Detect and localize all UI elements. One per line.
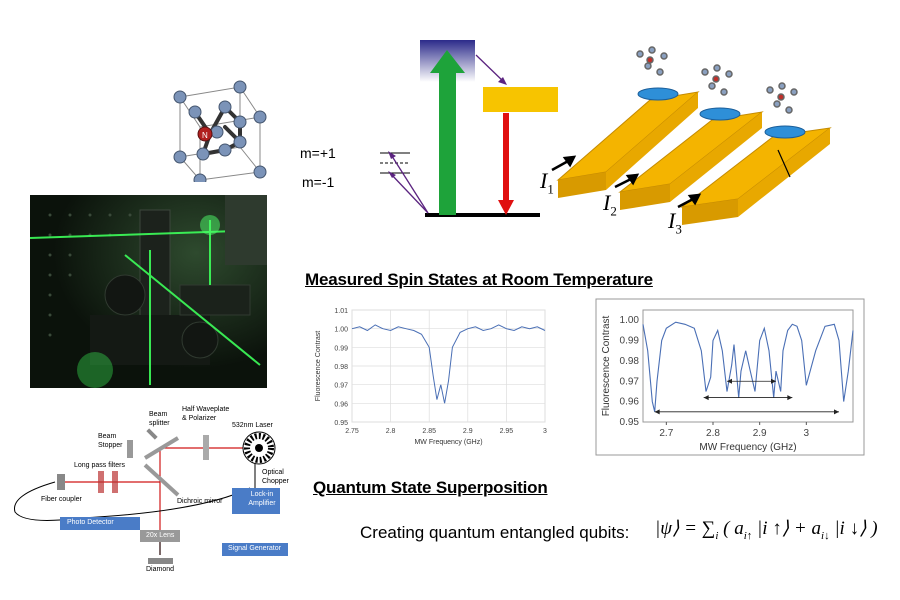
beam-stopper-block [127, 440, 133, 458]
superposition-description: Creating quantum entangled qubits: [360, 523, 630, 542]
x-tick-label: 2.8 [386, 428, 396, 435]
x-tick-label: 2.8 [706, 428, 720, 439]
red-emission-arrow [498, 200, 514, 215]
x-tick-label: 2.75 [345, 428, 359, 435]
long-pass-filter-1 [98, 471, 104, 493]
x-tick-label: 2.9 [753, 428, 767, 439]
fiber-coupler-block [57, 474, 65, 490]
y-tick-label: 0.99 [620, 336, 640, 347]
splitting-arrowhead-left-3 [727, 378, 732, 384]
label-lockin-amplifier: Lock-in Amplifier [248, 491, 276, 507]
photo-detector-box [60, 517, 140, 530]
x-tick-label: 2.9 [463, 428, 473, 435]
qubit-bar-3 [680, 82, 832, 225]
spin-spectrum-chart-1: 0.95 0.96 0.97 0.98 0.99 1.00 1.01 2.75 2.8 2.85 2… [315, 308, 547, 446]
y-tick-label: 0.99 [334, 345, 348, 352]
qubit-array-diagram [551, 46, 832, 225]
nv-center-lattice-diagram: N [173, 80, 267, 182]
label-optical-chopper: Optical Chopper [262, 469, 289, 485]
heading-spin-states: Measured Spin States at Room Temperature [305, 270, 653, 289]
y-tick-label: 1.00 [620, 315, 640, 326]
spin-spectrum-chart-2: 0.95 0.96 0.97 0.98 0.99 1.00 2.7 2.8 2.9 3 MW Fre… [595, 298, 865, 456]
label-dichroic-mirror: Dichroic mirror [177, 498, 223, 505]
splitting-arrowhead-right-1 [834, 409, 839, 415]
series-line-1 [642, 321, 854, 412]
splitting-arrowhead-right-3 [771, 378, 776, 384]
diamond-sample [148, 558, 173, 564]
current-label-1: I1 [540, 168, 554, 197]
lock-in-amplifier-box [232, 488, 280, 514]
qubit-disk-3 [764, 125, 806, 139]
heading-superposition: Quantum State Superposition [313, 478, 548, 497]
label-photo-detector: Photo Detector [67, 519, 114, 526]
lab-setup-photo [30, 195, 267, 388]
y-tick-label: 0.98 [334, 364, 348, 371]
svg-text:N: N [202, 131, 208, 140]
label-diamond: Diamond [146, 566, 175, 573]
plot-area [642, 309, 854, 423]
splitting-arrowhead-right-2 [787, 395, 793, 401]
label-m-plus-one: m=+1 [300, 145, 336, 161]
y-tick-label: 0.96 [620, 397, 640, 408]
splitting-arrowhead-left-1 [654, 409, 660, 415]
half-waveplate-optic [203, 435, 209, 460]
y-tick-label: 0.95 [620, 417, 640, 428]
label-beam-splitter: Beam splitter [149, 411, 170, 427]
series-line-1 [351, 324, 546, 404]
green-excitation-arrow [430, 50, 465, 215]
label-half-waveplate: Half Waveplate & Polarizer [182, 406, 230, 422]
current-label-3: I3 [668, 208, 682, 237]
long-pass-filter-2 [112, 471, 118, 493]
signal-generator-box [222, 543, 288, 556]
optical-setup-schematic [14, 428, 288, 564]
y-tick-label: 0.98 [620, 356, 640, 367]
y-tick-label: 1.01 [334, 308, 348, 315]
x-tick-label: 3 [543, 428, 547, 435]
x-tick-label: 2.95 [500, 428, 514, 435]
superposition-equation: |ψ⟩ = ∑i ( ai↑ |i ↑⟩ + ai↓ |i ↓⟩ ) [655, 518, 878, 542]
metastable-state-box [483, 87, 558, 112]
qubit-bar-1 [556, 46, 700, 198]
y-axis-label: Fluorescence Contrast [315, 331, 322, 401]
x-tick-label: 2.7 [659, 428, 673, 439]
label-beam-stopper: Beam Stopper [98, 433, 123, 449]
y-tick-label: 0.96 [334, 401, 348, 408]
qubit-bar-2 [618, 64, 764, 210]
y-tick-label: 0.97 [334, 383, 348, 390]
label-20x-lens: 20x Lens [146, 532, 175, 539]
qubit-disk-1 [637, 87, 679, 101]
label-m-minus-one: m=-1 [302, 174, 335, 190]
splitting-arrowhead-left-2 [703, 395, 709, 401]
qubit-disk-2 [699, 107, 741, 121]
x-axis-label: MW Frequency (GHz) [414, 439, 482, 446]
y-tick-label: 0.97 [620, 376, 640, 387]
y-tick-label: 1.00 [334, 327, 348, 334]
x-tick-label: 2.85 [422, 428, 436, 435]
y-axis-label: Fluorescence Contrast [601, 315, 612, 416]
current-label-2: I2 [603, 190, 617, 219]
optical-chopper-icon [242, 431, 276, 465]
objective-lens-box [140, 530, 180, 542]
x-tick-label: 3 [804, 428, 810, 439]
y-tick-label: 0.95 [334, 420, 348, 427]
energy-level-diagram [380, 40, 558, 217]
x-axis-label: MW Frequency (GHz) [699, 442, 796, 453]
beam-splitter-optic [146, 428, 158, 440]
label-fiber-coupler: Fiber coupler [41, 496, 82, 503]
label-long-pass-filters: Long pass filters [74, 462, 125, 469]
label-signal-generator: Signal Generator [228, 545, 281, 552]
label-laser: 532nm Laser [232, 422, 273, 429]
